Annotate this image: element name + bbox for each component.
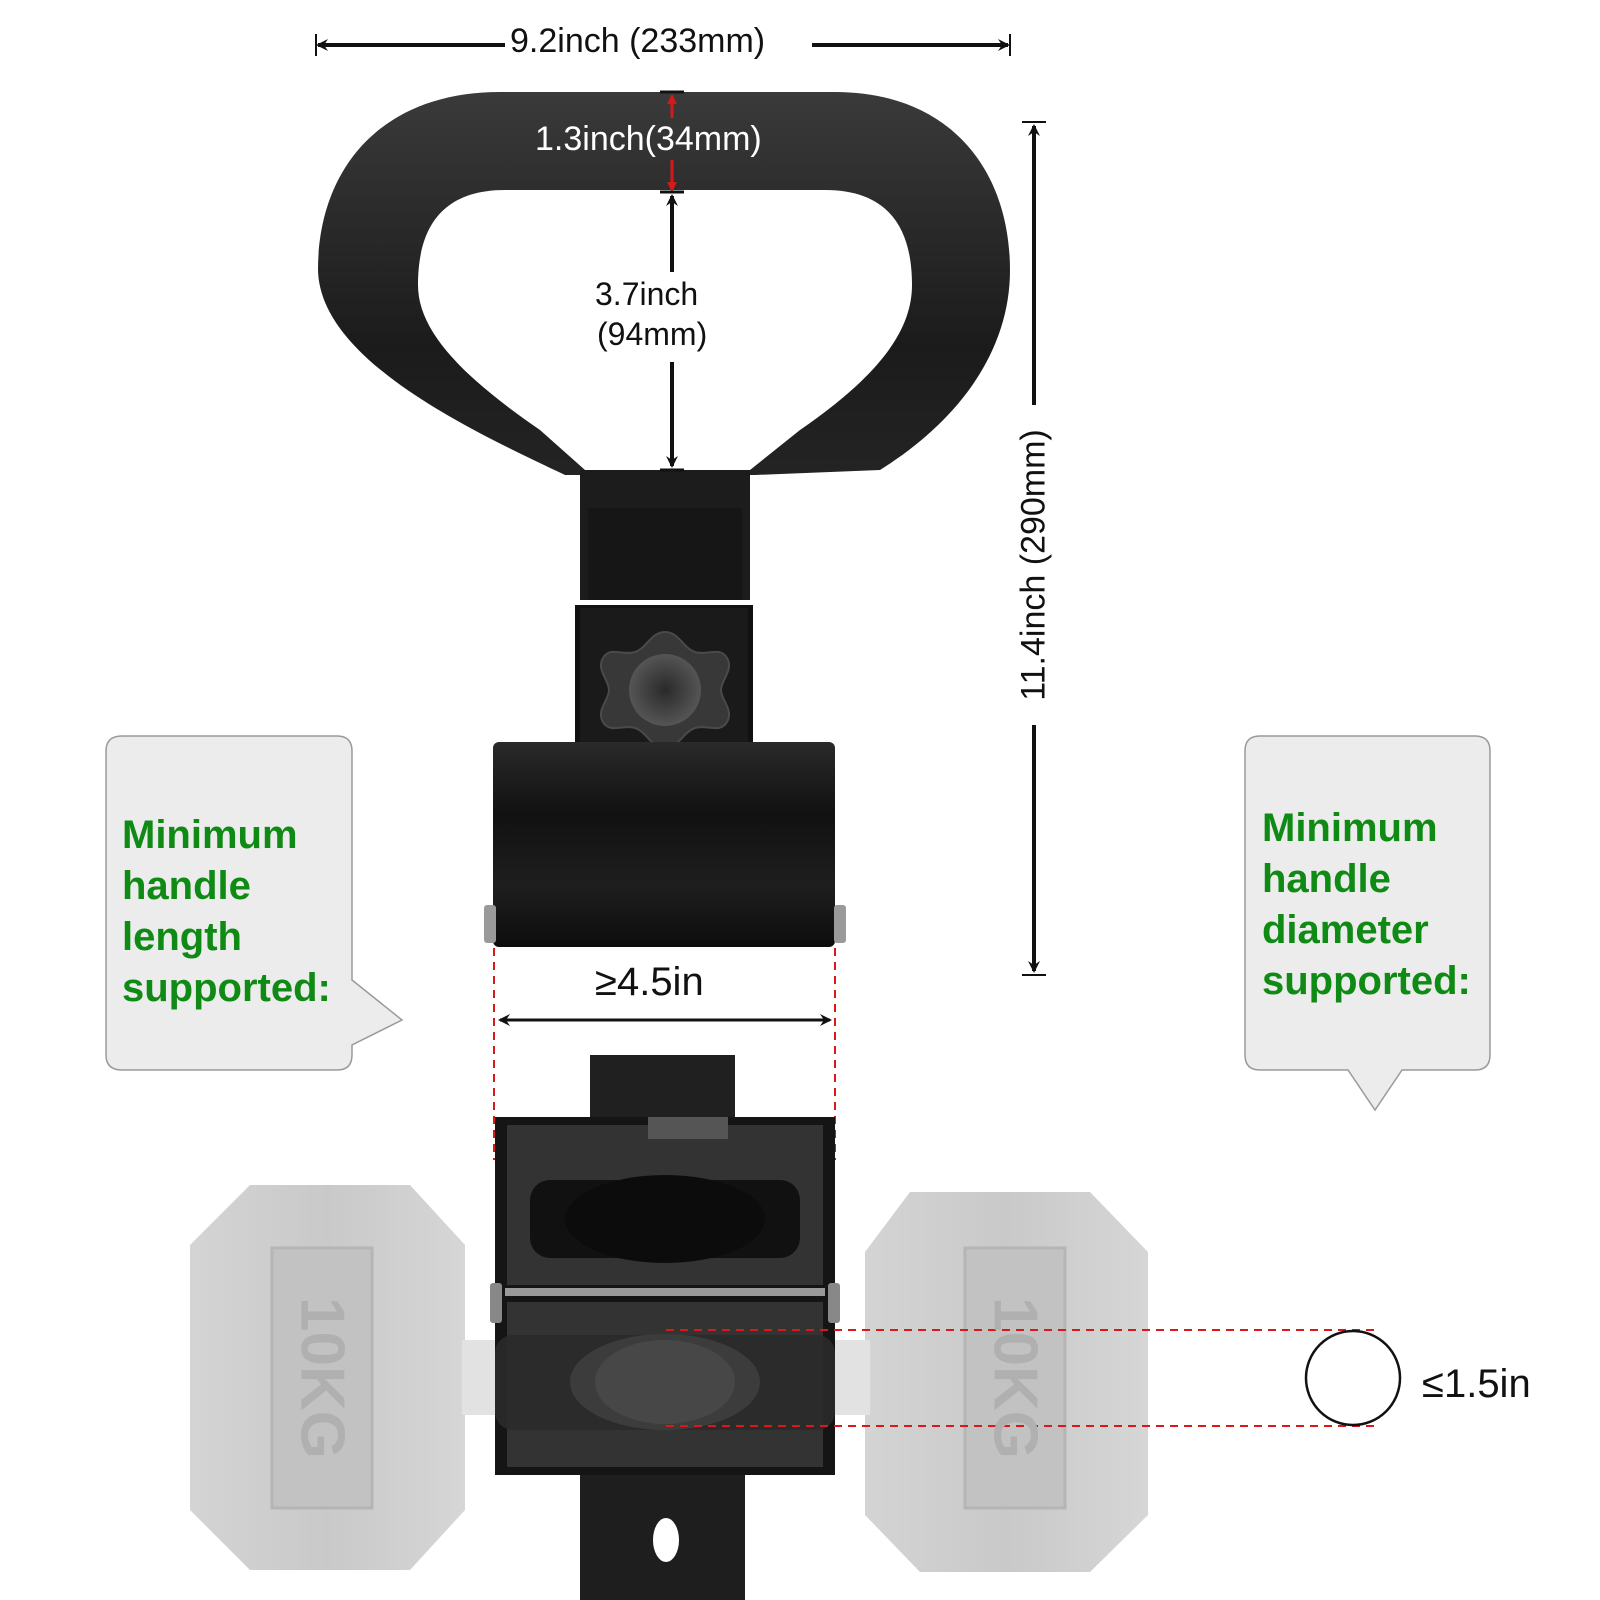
clamp-tube (484, 742, 846, 947)
right-plate-label: 10KG (980, 1297, 1050, 1459)
left-callout-line: length (122, 915, 242, 959)
min-length-guide (493, 948, 836, 1160)
max-diameter-label: ≤1.5in (1422, 1362, 1531, 1406)
right-callout-line: diameter (1262, 908, 1429, 952)
left-plate-label: 10KG (287, 1297, 357, 1459)
inner-height-label-line1: 3.7inch (595, 276, 699, 312)
grip-thickness-marker (660, 90, 684, 192)
overall-width-label: 9.2inch (233mm) (510, 22, 766, 60)
height-dimension-line (1022, 121, 1046, 976)
diameter-guide (666, 1329, 1375, 1427)
dumbbell-right-plate (830, 1192, 1148, 1572)
inner-height-label-line2: (94mm) (597, 316, 708, 352)
kettlebell-handle (318, 92, 1010, 600)
left-callout-text: Minimum handle length supported: (122, 810, 331, 1014)
shaft-lower (580, 1475, 745, 1600)
right-callout-line: Minimum (1262, 806, 1438, 850)
left-callout-line: handle (122, 864, 251, 908)
right-callout-bubble (1244, 735, 1491, 1112)
clamp-frame (490, 1117, 840, 1475)
left-callout-line: Minimum (122, 813, 298, 857)
width-dimension-line (315, 34, 1011, 56)
min-length-label: ≥4.5in (595, 960, 704, 1004)
left-callout-line: supported: (122, 966, 331, 1010)
adjustment-collar (575, 605, 753, 750)
star-knob-icon (599, 630, 731, 750)
left-callout-bubble (105, 735, 404, 1071)
right-callout-line: supported: (1262, 959, 1471, 1003)
right-callout-line: handle (1262, 857, 1391, 901)
dumbbell-left-plate (190, 1185, 502, 1570)
grip-thickness-label: 1.3inch(34mm) (535, 120, 762, 158)
overall-height-label: 11.4inch (290mm) (1014, 429, 1053, 701)
diameter-circle-icon (1304, 1329, 1402, 1427)
right-callout-text: Minimum handle diameter supported: (1262, 803, 1471, 1007)
inner-height-dimension-line (660, 190, 684, 472)
